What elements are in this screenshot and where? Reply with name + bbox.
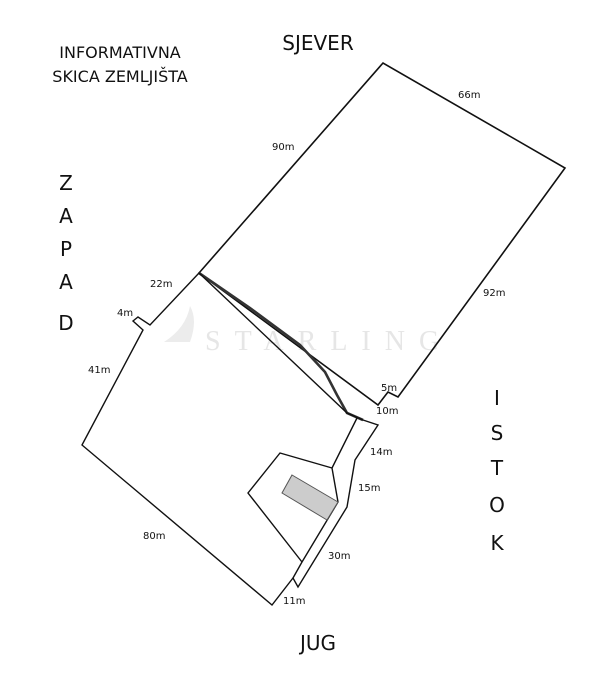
east-letter: O	[489, 493, 505, 517]
east-letter: T	[490, 456, 504, 480]
label-5m: 5m	[381, 383, 397, 394]
label-22m: 22m	[150, 279, 172, 290]
label-14m: 14m	[370, 447, 392, 458]
west-letter: D	[58, 311, 73, 335]
west-label: Z A P A D	[58, 171, 73, 335]
east-letter: S	[491, 421, 504, 445]
title-line1: INFORMATIVNA	[59, 43, 181, 62]
east-letter: K	[490, 531, 504, 555]
title-line2: SKICA ZEMLJIŠTA	[52, 67, 187, 86]
upper-parcel	[197, 61, 567, 407]
west-letter: Z	[59, 171, 73, 195]
label-66m: 66m	[458, 90, 480, 101]
label-80m: 80m	[143, 531, 165, 542]
west-letter: A	[59, 204, 73, 228]
building	[281, 474, 339, 521]
label-4m: 4m	[117, 308, 133, 319]
label-11m: 11m	[283, 596, 305, 607]
north-label: SJEVER	[282, 31, 354, 55]
label-92m: 92m	[483, 288, 505, 299]
watermark-logo-icon	[164, 306, 194, 342]
watermark: STARLING	[205, 326, 453, 357]
label-30m: 30m	[328, 551, 350, 562]
label-90m: 90m	[272, 142, 294, 153]
west-letter: A	[59, 270, 73, 294]
east-letter: I	[494, 386, 500, 410]
label-10m: 10m	[376, 406, 398, 417]
east-label: I S T O K	[489, 386, 505, 555]
west-letter: P	[60, 237, 72, 261]
yard-outline	[247, 452, 333, 563]
label-15m: 15m	[358, 483, 380, 494]
label-41m: 41m	[88, 365, 110, 376]
south-label: JUG	[298, 631, 336, 655]
